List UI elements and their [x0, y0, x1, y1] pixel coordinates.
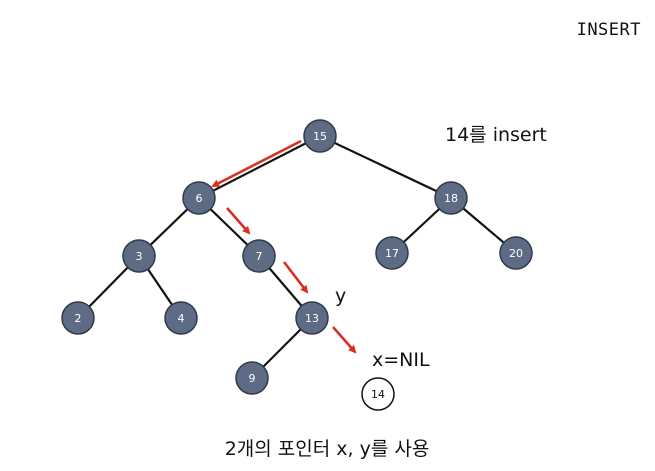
tree-node: 17 [375, 236, 409, 270]
new-node: 14 [361, 377, 395, 411]
tree-node: 6 [182, 181, 216, 215]
node-circle [235, 361, 269, 395]
search-path-arrow [332, 326, 357, 354]
pointer-y-label: y [335, 285, 346, 307]
node-label: 7 [256, 250, 263, 263]
node-label: 4 [178, 312, 185, 325]
tree-node: 3 [122, 239, 156, 273]
node-label: 17 [385, 247, 399, 260]
node-label: 20 [509, 247, 523, 260]
node-circle [242, 239, 276, 273]
node-label: 2 [75, 312, 82, 325]
tree-node: 4 [164, 301, 198, 335]
tree-node: 9 [235, 361, 269, 395]
pointer-x-label: x=NIL [372, 349, 430, 371]
node-label: 6 [196, 192, 203, 205]
tree-node: 7 [242, 239, 276, 273]
node-label: 18 [444, 192, 458, 205]
node-circle [303, 119, 337, 153]
slide-title: INSERT [576, 20, 641, 40]
node-label: 3 [136, 250, 143, 263]
node-circle [164, 301, 198, 335]
search-path-arrow [226, 207, 251, 235]
node-circle [375, 236, 409, 270]
tree-edge [319, 135, 452, 199]
tree-edge [198, 135, 321, 199]
tree-node: 20 [499, 236, 533, 270]
search-path-arrow [211, 139, 302, 188]
node-circle [61, 301, 95, 335]
tree-nodes: 15 6 18 3 7 17 20 2 4 13 9 14 [61, 119, 533, 411]
new-node-circle [361, 377, 395, 411]
search-path-arrow [282, 261, 309, 294]
node-circle [295, 301, 329, 335]
tree-node: 15 [303, 119, 337, 153]
node-circle [499, 236, 533, 270]
node-circle [122, 239, 156, 273]
tree-node: 18 [434, 181, 468, 215]
node-label: 13 [305, 312, 319, 325]
node-label: 15 [313, 130, 327, 143]
tree-node: 2 [61, 301, 95, 335]
caption: 2개의 포인터 x, y를 사용 [225, 438, 430, 460]
search-path-arrows [211, 139, 357, 354]
node-label: 9 [249, 372, 256, 385]
node-circle [434, 181, 468, 215]
node-circle [182, 181, 216, 215]
tree-node: 13 [295, 301, 329, 335]
new-node-label: 14 [371, 388, 385, 401]
insert-note: 14를 insert [445, 124, 547, 146]
